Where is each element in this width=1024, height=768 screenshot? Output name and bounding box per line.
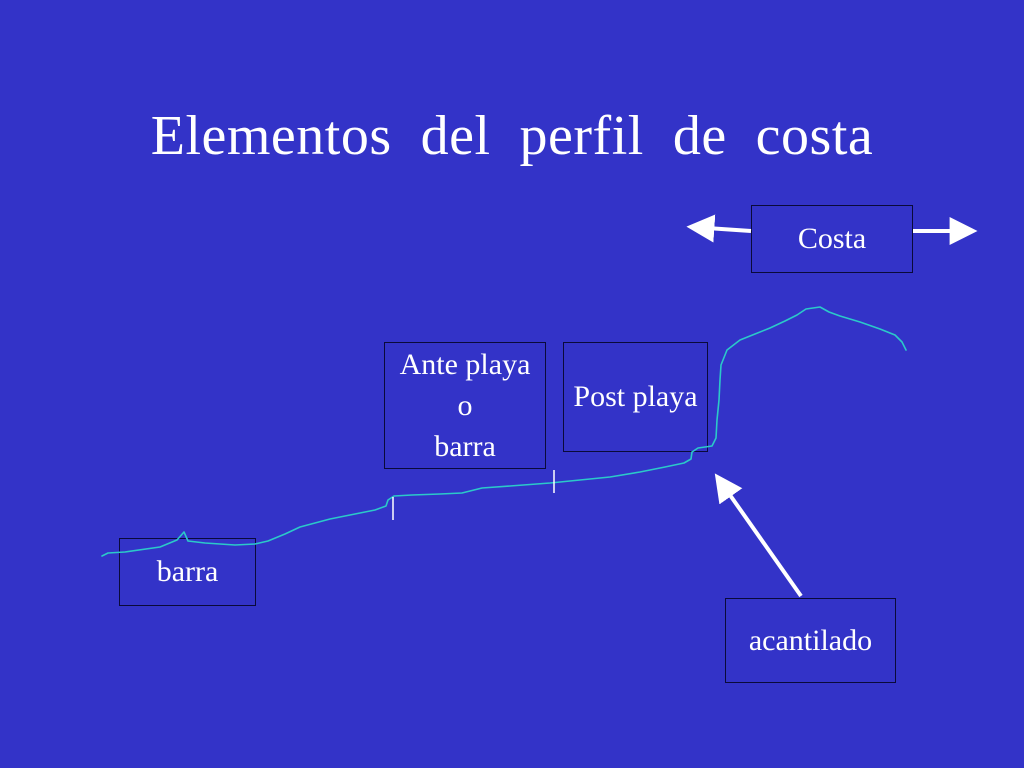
barra-label-box: barra <box>119 538 256 606</box>
slide-title: Elementos del perfil de costa <box>150 105 874 167</box>
costa-label: Costa <box>797 222 867 255</box>
barra-label: barra <box>156 555 219 588</box>
post-playa-label: Post playa <box>573 380 698 413</box>
ante-playa-label-line-2: o <box>457 389 473 422</box>
acantilado-label-box: acantilado <box>725 598 896 683</box>
ante-playa-label-line-3: barra <box>434 430 496 463</box>
costa-label-box: Costa <box>751 205 913 273</box>
ante-playa-label-box: Ante playa o barra <box>384 342 546 469</box>
costa-left-arrow <box>686 214 752 243</box>
ante-playa-label-line-1: Ante playa <box>399 348 531 381</box>
acantilado-arrow <box>714 473 803 598</box>
post-playa-label-box: Post playa <box>563 342 708 452</box>
acantilado-label: acantilado <box>748 623 873 657</box>
